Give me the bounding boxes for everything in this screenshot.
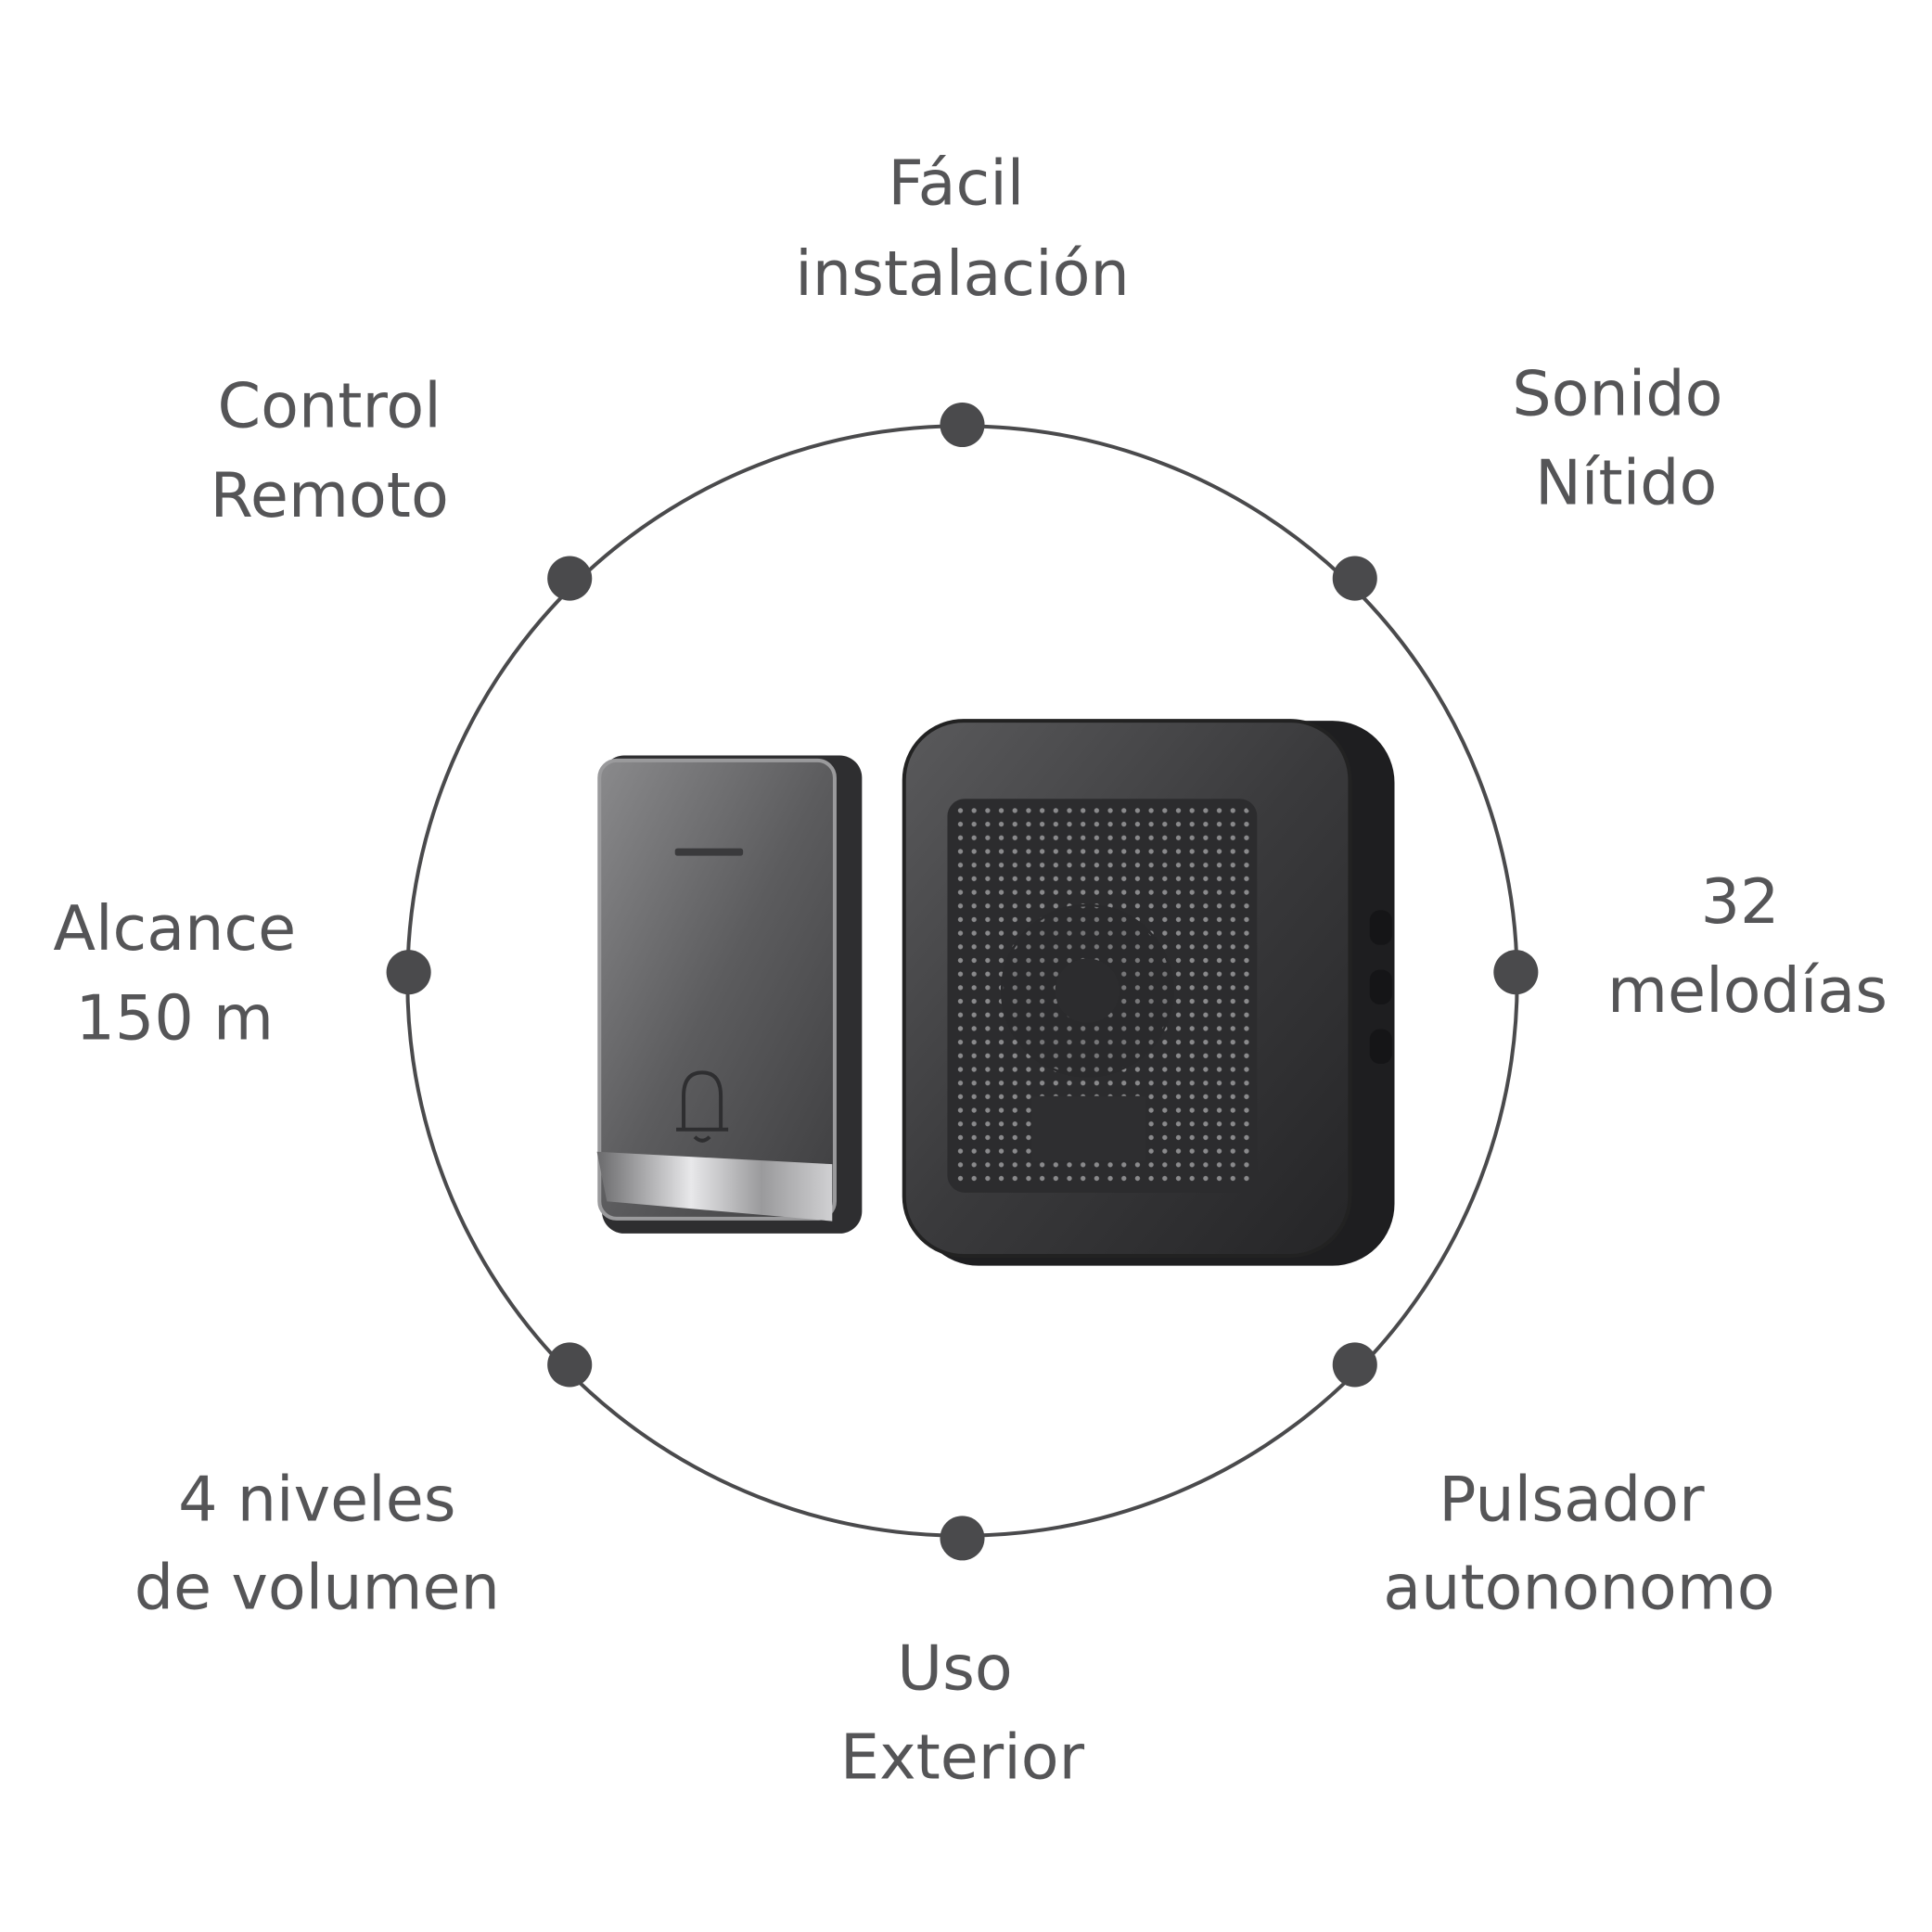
dot-right (1493, 950, 1539, 995)
feature-label: Sonido (1512, 357, 1722, 429)
feature-label: 150 m (75, 981, 274, 1054)
dot-top-right (1332, 556, 1377, 601)
feature-labels: Fácil instalación Sonido Nítido 32 melod… (53, 147, 1887, 1793)
feature-label: autononomo (1383, 1551, 1774, 1623)
feature-label: 32 (1701, 865, 1780, 938)
dot-top-left (547, 556, 593, 601)
doorbell-button-transmitter (596, 755, 863, 1234)
feature-label: instalación (795, 237, 1130, 310)
feature-label: 4 niveles (178, 1464, 455, 1536)
dot-bottom-left (547, 1342, 593, 1388)
feature-label: Pulsador (1439, 1464, 1705, 1536)
feature-label: melodías (1607, 954, 1887, 1027)
dot-bottom-right (1332, 1342, 1377, 1388)
feature-label: Alcance (53, 892, 296, 965)
feature-label: Fácil (888, 147, 1024, 219)
dot-top (940, 402, 985, 448)
feature-label: Remoto (211, 459, 449, 531)
ring-dots (386, 402, 1539, 1561)
dot-left (386, 950, 431, 995)
feature-label: Uso (897, 1631, 1012, 1704)
feature-label: Control (218, 370, 441, 442)
feature-label: Exterior (840, 1721, 1085, 1793)
chime-receiver (902, 719, 1395, 1266)
bell-icon (676, 1070, 729, 1143)
feature-label: Nítido (1535, 446, 1717, 518)
feature-label: de volumen (134, 1551, 500, 1623)
dot-bottom (940, 1516, 985, 1561)
